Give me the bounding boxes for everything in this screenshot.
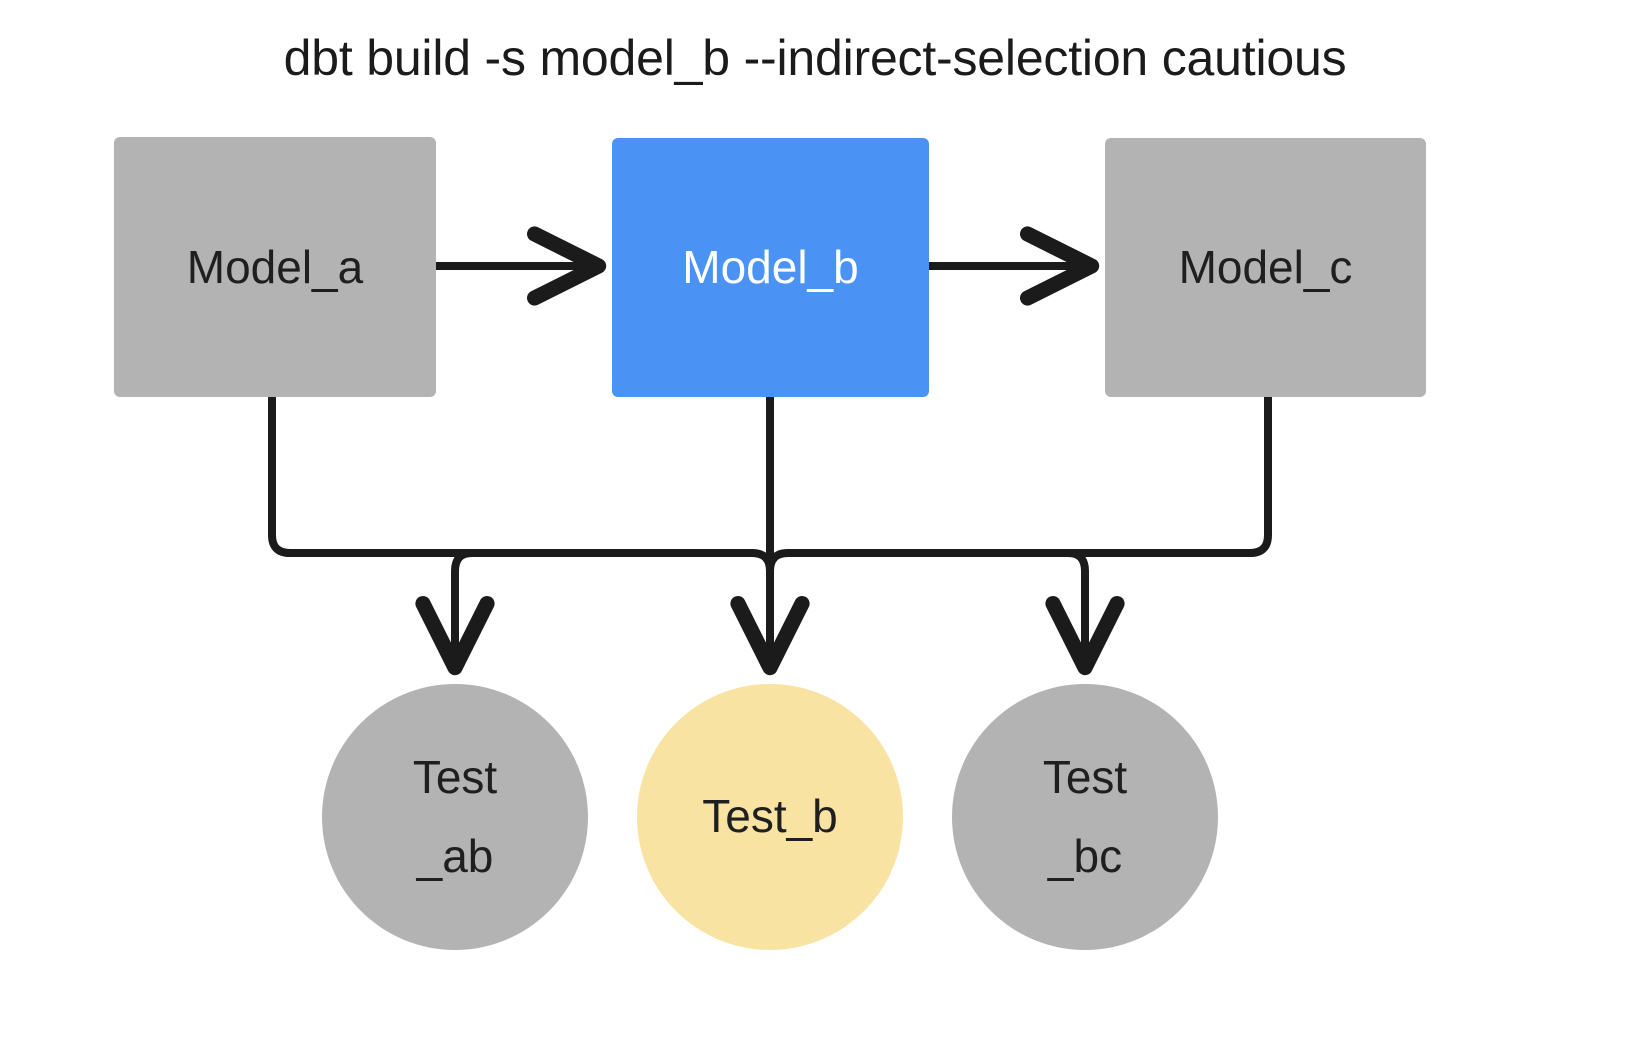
node-model-b[interactable]: Model_b bbox=[612, 138, 929, 397]
page-title: dbt build -s model_b --indirect-selectio… bbox=[283, 30, 1347, 86]
edge-bus-to-test-ab bbox=[415, 549, 495, 676]
edge-bus-tee-right bbox=[766, 549, 789, 572]
node-test-ab[interactable]: Test _ab bbox=[322, 684, 588, 950]
node-test-b-label-line1: Test_b bbox=[702, 790, 838, 843]
node-test-bc[interactable]: Test _bc bbox=[952, 684, 1218, 950]
node-test-bc-label-line1: Test bbox=[1042, 750, 1128, 803]
node-model-a[interactable]: Model_a bbox=[114, 137, 436, 397]
edge-model-c-to-bus bbox=[788, 397, 1272, 557]
node-model-c[interactable]: Model_c bbox=[1105, 138, 1426, 397]
node-test-bc-label-line2: _bc bbox=[1047, 830, 1123, 882]
node-test-ab-label-line1: Test bbox=[412, 750, 498, 803]
edge-bus-to-test-bc bbox=[1045, 549, 1125, 676]
node-test-b[interactable]: Test_b bbox=[637, 684, 903, 950]
node-test-ab-label-line2: _ab bbox=[416, 830, 494, 882]
edge-model-a-to-bus bbox=[268, 397, 752, 557]
